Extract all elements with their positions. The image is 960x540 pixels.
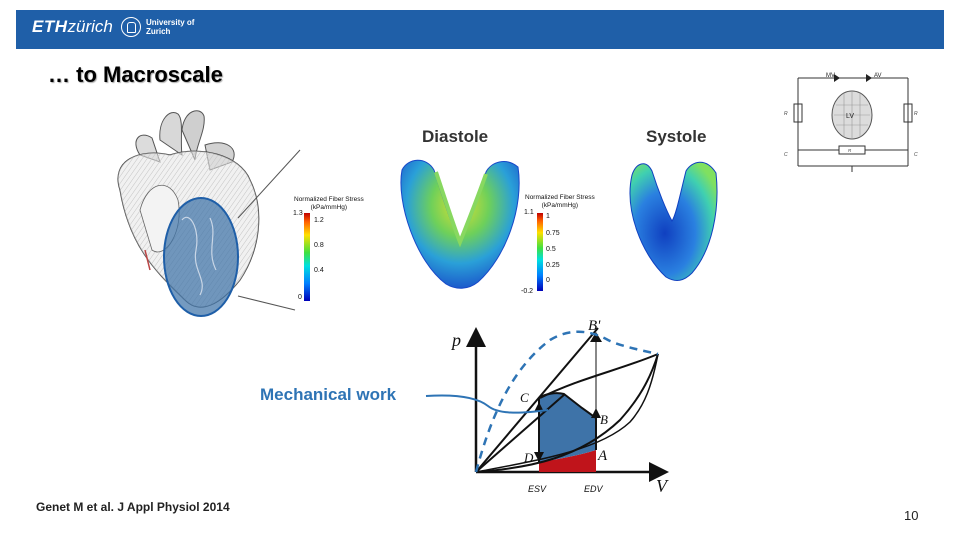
circuit-c-art-label: C xyxy=(914,152,918,158)
colorbar-right-tick: 0.5 xyxy=(546,246,556,253)
pv-esv-label: ESV xyxy=(528,484,547,494)
uzh-logo-text: University of Zurich xyxy=(146,18,195,36)
circuit-av-label: AV xyxy=(874,73,882,79)
circuit-lv-label: LV xyxy=(846,113,854,120)
colorbar-right-tick: 1 xyxy=(546,213,550,220)
colorbar-right-max: 1.1 xyxy=(524,209,534,216)
colorbar-left-tick: 0.8 xyxy=(314,242,324,249)
pv-p-axis-label: p xyxy=(450,330,461,350)
pv-point-d: D xyxy=(523,450,534,465)
diastole-label: Diastole xyxy=(422,127,489,146)
colorbar-left-min: 0 xyxy=(298,294,302,301)
colorbar-right-min: -0.2 xyxy=(521,288,534,295)
colorbar-left-max: 1.3 xyxy=(293,210,303,217)
circulation-circuit-diagram: MV AV LV R R R C C xyxy=(784,73,918,172)
uzh-seal-icon xyxy=(121,17,141,37)
mechanical-work-pointer xyxy=(425,394,549,414)
systole-lv-model xyxy=(629,161,718,281)
pv-point-c: C xyxy=(520,390,529,405)
mechanical-work-label: Mechanical work xyxy=(260,385,397,404)
slide-title: … to Macroscale xyxy=(48,62,223,87)
header-bar xyxy=(16,10,944,49)
circuit-r-ven-label: R xyxy=(784,111,788,117)
pv-point-b-prime: B' xyxy=(588,318,601,334)
pv-v-axis-label: V xyxy=(656,476,669,496)
systole-label: Systole xyxy=(646,127,707,146)
circuit-c-ven-label: C xyxy=(784,152,788,158)
diastole-lv-model xyxy=(400,159,520,289)
circuit-r-art-label: R xyxy=(914,111,918,117)
pv-point-a: A xyxy=(597,448,608,464)
colorbar-right-tick: 0.75 xyxy=(546,230,560,237)
colorbar-right xyxy=(537,213,543,291)
citation: Genet M et al. J Appl Physiol 2014 xyxy=(36,500,230,514)
colorbar-right-title: Normalized Fiber Stress (kPa/mmHg) xyxy=(525,194,595,209)
colorbar-left-title: Normalized Fiber Stress (kPa/mmHg) xyxy=(294,196,364,211)
page-number: 10 xyxy=(904,508,919,523)
pv-point-b: B xyxy=(600,412,608,427)
eth-zurich-logo: ETHzürich xyxy=(32,17,113,36)
colorbar-left xyxy=(304,213,310,301)
pv-loop-diagram: p V B' B A C D ESV EDV xyxy=(450,318,669,496)
colorbar-left-tick: 0.4 xyxy=(314,267,324,274)
colorbar-right-tick: 0.25 xyxy=(546,262,560,269)
colorbar-left-tick: 1.2 xyxy=(314,217,324,224)
circuit-r-per-label: R xyxy=(848,148,852,153)
circuit-mv-label: MV xyxy=(826,73,835,79)
heart-illustration xyxy=(117,110,301,317)
pv-edv-label: EDV xyxy=(584,484,604,494)
colorbar-right-tick: 0 xyxy=(546,277,550,284)
